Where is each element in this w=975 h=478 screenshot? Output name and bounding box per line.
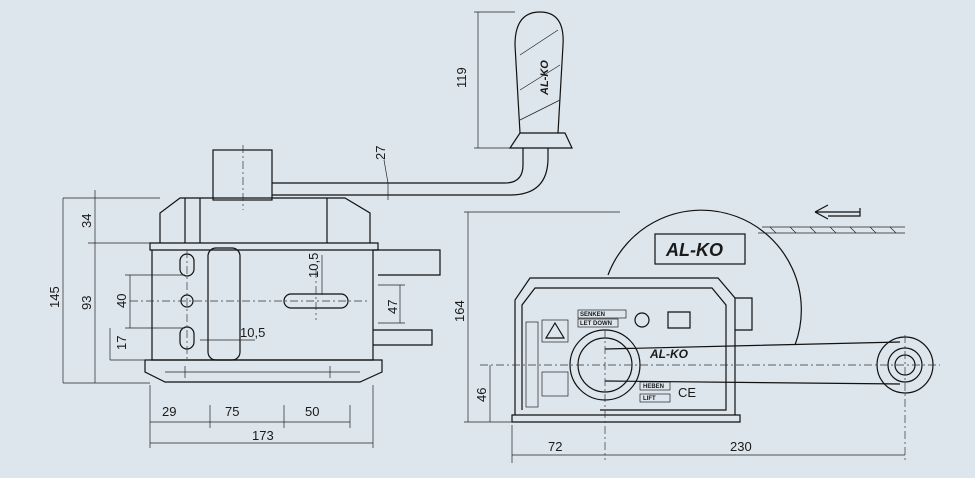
side-pocket xyxy=(207,247,241,361)
dim-base-left: 29 xyxy=(162,404,176,419)
housing-top xyxy=(159,197,371,243)
front-dimensions: 119 27 34 145 93 40 17 10,5 10,5 47 29 7… xyxy=(47,11,515,448)
side-brackets xyxy=(373,249,441,346)
dim-crank-offset: 27 xyxy=(373,146,388,160)
dim-slot-width-right: 10,5 xyxy=(306,253,321,278)
dim-mid-section: 93 xyxy=(79,296,94,310)
handle-dim-lines xyxy=(383,11,515,200)
warning-triangle-box xyxy=(541,319,569,343)
front-view: AL-KO xyxy=(130,11,573,383)
drum-disc xyxy=(607,209,802,346)
dim-handle-height: 119 xyxy=(454,67,469,88)
let-down-label-box xyxy=(577,318,619,328)
side-housing-inner xyxy=(521,287,727,411)
dim-base-right: 50 xyxy=(305,404,319,419)
ce-mark: CE xyxy=(678,385,696,400)
shaft-boss xyxy=(212,149,273,201)
hole-dim-lines xyxy=(109,274,185,360)
side-crank-arm xyxy=(604,341,901,385)
side-housing xyxy=(514,277,736,415)
dim-side-left: 72 xyxy=(548,439,562,454)
housing-logo: AL-KO xyxy=(649,347,689,361)
slot-dim-lines xyxy=(200,255,405,341)
vertical-dim-lines xyxy=(62,190,160,384)
side-horizontal-dim-lines xyxy=(511,425,905,463)
housing-ribs xyxy=(184,198,328,243)
grip-flange xyxy=(508,132,573,149)
side-base xyxy=(511,414,741,423)
housing-rim xyxy=(149,242,379,251)
label-senken: SENKEN xyxy=(580,312,605,318)
hole-centerlines xyxy=(130,250,370,360)
housing-body xyxy=(151,250,374,361)
lift-label-box xyxy=(639,393,671,403)
screw xyxy=(634,312,650,328)
grip xyxy=(514,11,564,134)
direction-arrow xyxy=(814,204,861,220)
grip-logo: AL-KO xyxy=(539,60,551,96)
dim-base-mid: 75 xyxy=(225,404,239,419)
dim-overall-height: 145 xyxy=(47,286,62,308)
dim-side-height: 164 xyxy=(452,300,467,322)
drum-logo-box xyxy=(654,233,746,265)
side-dimensions: 164 46 72 230 xyxy=(452,211,905,463)
pawl xyxy=(667,311,691,329)
base-plate xyxy=(144,359,383,383)
rope-strands xyxy=(769,226,897,234)
disc-clip xyxy=(735,297,753,331)
dim-slot-width-left: 10,5 xyxy=(240,325,265,340)
dim-top-section: 34 xyxy=(79,214,94,228)
senken-label-box xyxy=(577,309,627,319)
horizontal-dim-lines xyxy=(149,385,374,448)
grip-ribs xyxy=(519,29,561,121)
label-heben: HEBEN xyxy=(643,384,664,390)
dim-axle-height: 46 xyxy=(474,388,489,402)
dim-hole-pitch: 40 xyxy=(114,294,129,308)
label-lift: LIFT xyxy=(643,396,656,402)
drum-logo: AL-KO xyxy=(665,240,723,260)
side-vertical-dim-lines xyxy=(464,211,620,423)
dim-bottom-section: 17 xyxy=(114,336,129,350)
label-let-down: LET DOWN xyxy=(580,321,612,327)
dim-slot-height: 47 xyxy=(385,300,400,314)
dim-base-total: 173 xyxy=(252,428,274,443)
crank-arm xyxy=(272,148,549,196)
side-centerlines xyxy=(480,330,940,460)
rope xyxy=(758,226,905,234)
warning-strip xyxy=(525,321,539,408)
warning-icon xyxy=(544,321,566,339)
dim-side-right: 230 xyxy=(730,439,752,454)
side-view: AL-KO SENKEN LET DOWN HEBEN LIFT CE AL-K… xyxy=(480,204,940,460)
manual-box xyxy=(541,371,569,397)
base-details xyxy=(165,366,360,378)
